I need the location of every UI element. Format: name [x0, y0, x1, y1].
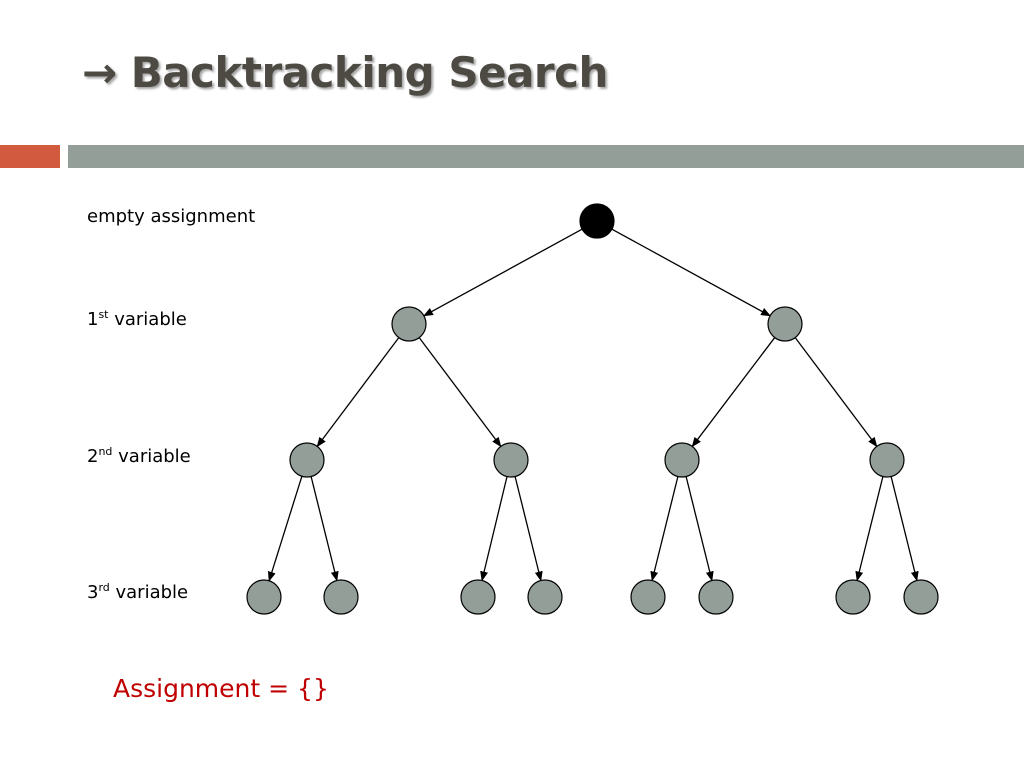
tree-node-level-3-1	[246, 579, 282, 615]
tree-edge-arrow	[316, 337, 400, 448]
level-label-text: empty assignment	[87, 206, 256, 227]
level-label-number: 3	[87, 582, 99, 603]
tree-edge-arrow	[423, 228, 583, 317]
level-label-suffix: rd	[98, 581, 110, 594]
header-main-bar	[68, 145, 1024, 168]
title-text: Backtracking Search	[130, 48, 609, 97]
tree-edge-arrow	[890, 476, 919, 582]
header-accent-bar	[0, 145, 60, 168]
level-label-3rd: 3rd variable	[87, 582, 188, 603]
tree-root-node	[579, 203, 615, 239]
tree-edge-arrow	[514, 476, 543, 582]
tree-node-level-3-7	[835, 579, 871, 615]
level-label-number: 2	[87, 446, 99, 467]
tree-node-level-3-5	[630, 579, 666, 615]
tree-node-level-1-2	[767, 306, 803, 342]
tree-edge-arrow	[794, 337, 878, 448]
level-label-number: 1	[87, 309, 99, 330]
assignment-label: Assignment = {}	[113, 674, 329, 703]
tree-edge-arrow	[691, 337, 776, 448]
tree-edge-arrow	[480, 476, 508, 582]
tree-node-level-2-2	[493, 442, 529, 478]
tree-edge-arrow	[685, 476, 714, 582]
level-label-text: variable	[109, 582, 189, 603]
tree-edge-arrow	[650, 476, 679, 582]
tree-edge-arrow	[310, 476, 339, 582]
tree-edge-arrow	[611, 228, 771, 317]
level-label-2nd: 2nd variable	[87, 446, 191, 467]
tree-node-level-3-3	[460, 579, 496, 615]
level-label-empty: empty assignment	[87, 206, 255, 227]
tree-node-level-2-3	[664, 442, 700, 478]
level-label-suffix: nd	[98, 445, 113, 458]
slide-title: → Backtracking Search	[82, 48, 608, 97]
tree-node-level-3-4	[527, 579, 563, 615]
tree-node-level-2-1	[289, 442, 325, 478]
arrow-right-icon: →	[82, 48, 117, 97]
level-label-text: variable	[112, 446, 191, 467]
level-label-suffix: st	[98, 308, 109, 321]
tree-node-level-2-4	[869, 442, 905, 478]
tree-edge-arrow	[418, 337, 502, 448]
tree-node-level-1-1	[391, 306, 427, 342]
tree-node-level-3-6	[698, 579, 734, 615]
tree-node-level-3-2	[323, 579, 359, 615]
tree-edge-arrow	[855, 476, 884, 582]
tree-node-level-3-8	[903, 579, 939, 615]
level-label-1st: 1st variable	[87, 309, 187, 330]
tree-edge-arrow	[267, 476, 303, 582]
level-label-text: variable	[108, 309, 187, 330]
